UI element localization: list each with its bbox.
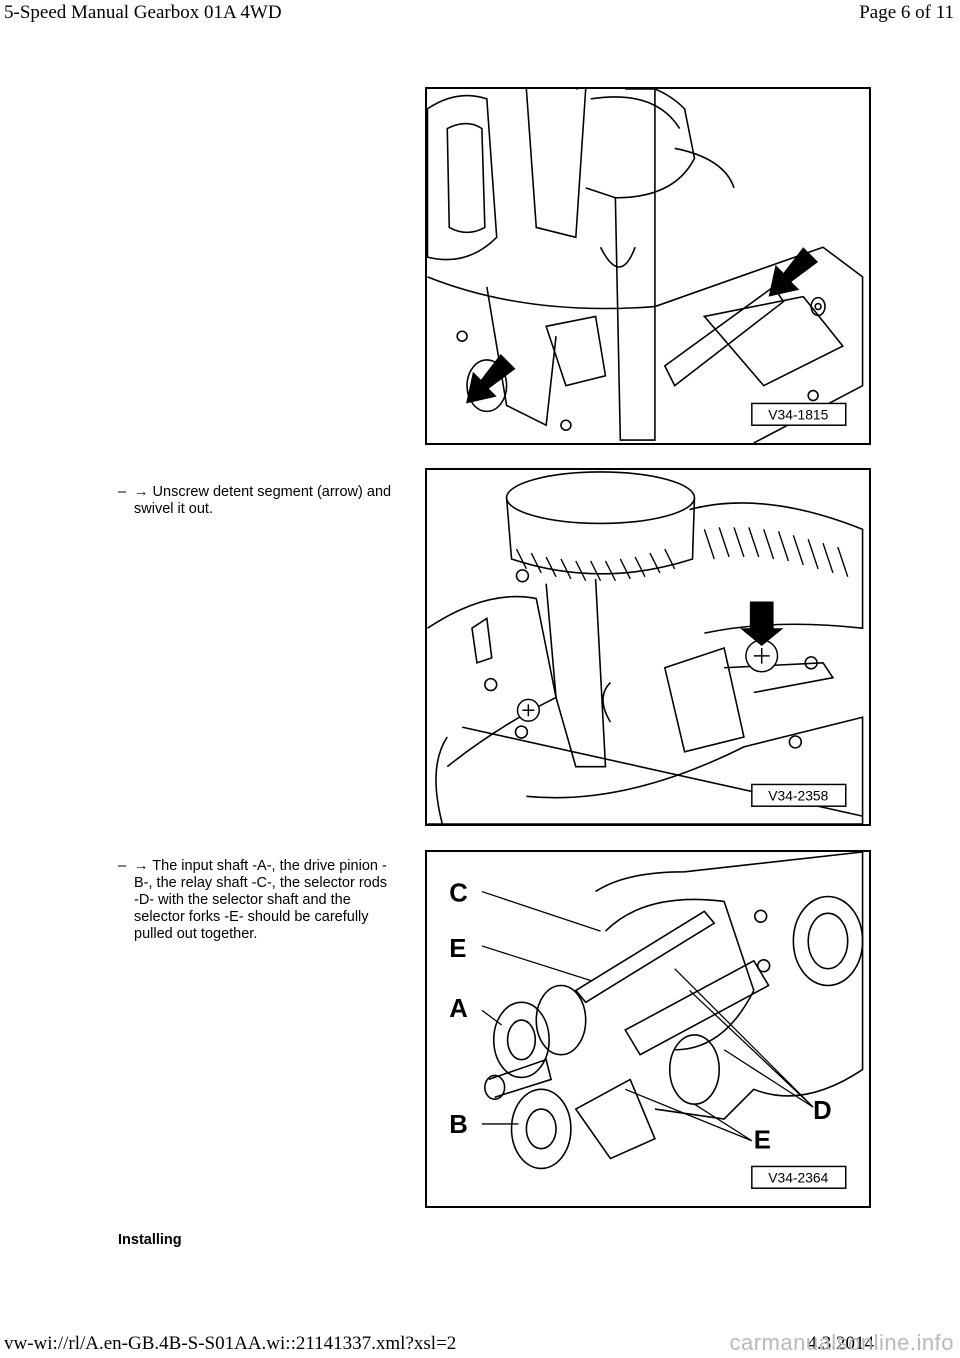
section-heading-installing: Installing (118, 1232, 182, 1248)
callout-label-c: C (449, 879, 468, 907)
figure-v34-2358: V34-2358 (425, 468, 871, 826)
step-text: → Unscrew detent segment (arrow) and swi… (134, 484, 392, 517)
figure-v34-1815: V34-1815 (425, 87, 871, 445)
figure-code-label: V34-2364 (768, 1169, 828, 1185)
print-date: 4.3.2014 (807, 1333, 875, 1354)
bullet-dash: – (118, 858, 127, 874)
watermark: carmanualsonline.info (729, 1330, 954, 1355)
gearbox-illustration-2: V34-2358 (427, 471, 864, 824)
step-text: → The input shaft -A-, the drive pinion … (134, 858, 388, 942)
callout-label-a: A (449, 995, 468, 1023)
callout-label-e: E (449, 935, 466, 963)
arrow-icon (466, 247, 819, 404)
callout-label-b: B (449, 1111, 468, 1139)
arrow-icon (739, 601, 784, 647)
document-title: 5-Speed Manual Gearbox 01A 4WD (4, 2, 282, 23)
gearbox-illustration-3: C E A B D E V34-2364 (449, 852, 864, 1189)
callout-label-d: D (813, 1097, 832, 1125)
figure-code-label: V34-1815 (768, 406, 828, 422)
page-number: Page 6 of 11 (859, 2, 954, 23)
bullet-dash: – (118, 484, 127, 500)
source-url: vw-wi://rl/A.en-GB.4B-S-S01AA.wi::211413… (4, 1333, 457, 1354)
callout-label-e: E (754, 1127, 771, 1155)
figure-code-label: V34-2358 (768, 787, 828, 803)
gearbox-illustration-1: V34-1815 (427, 89, 864, 443)
figure-v34-2364: C E A B D E V34-2364 (425, 850, 871, 1208)
